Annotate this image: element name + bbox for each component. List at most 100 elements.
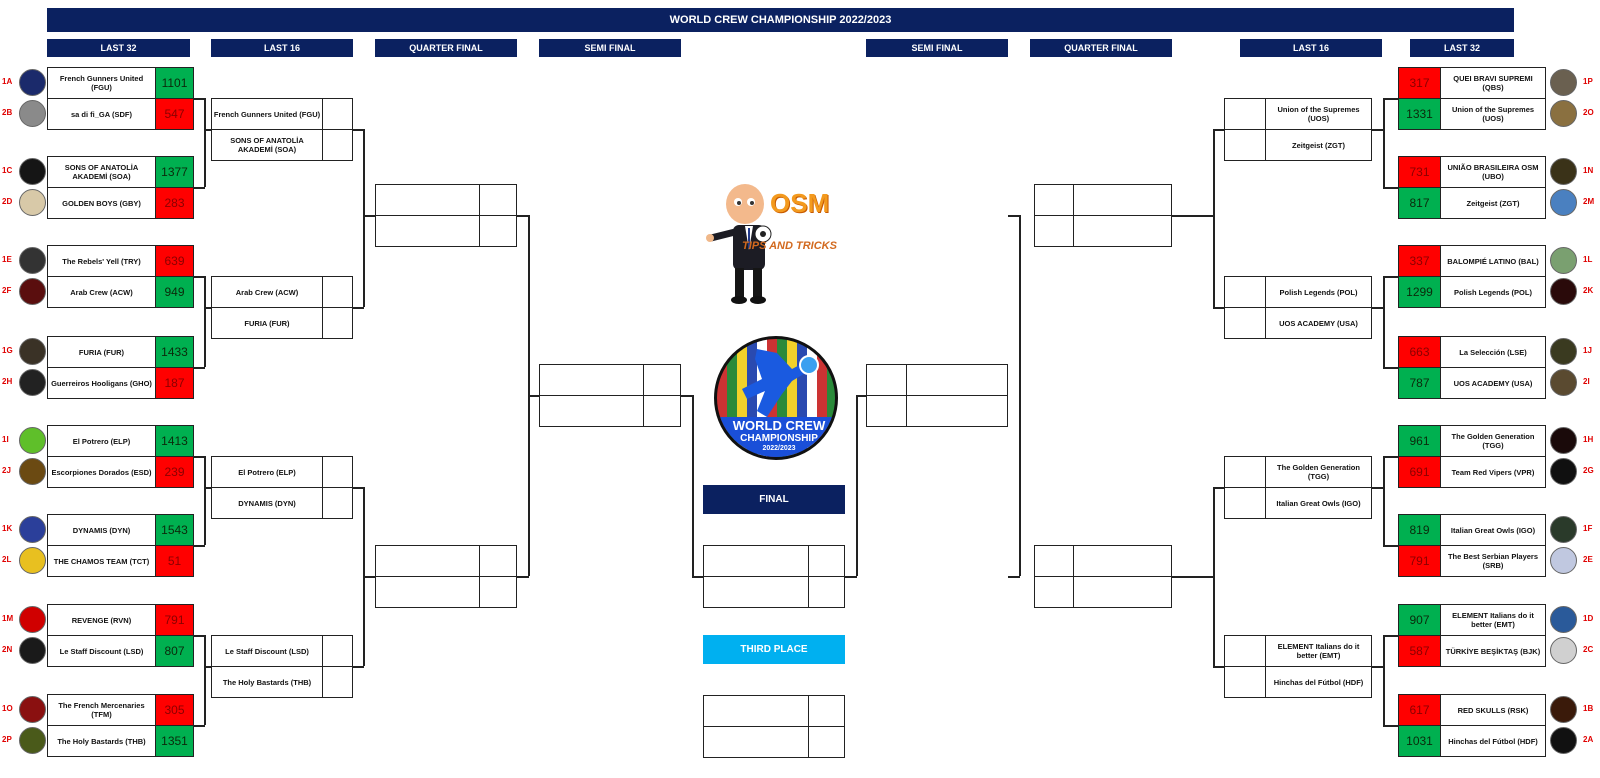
team-logo [19,547,46,574]
qf-team-slot [1073,545,1172,577]
team-name: ELEMENT Italians do it better (EMT) [1440,604,1546,636]
qf-score-slot [479,545,517,577]
team-name: BALOMPIÉ LATINO (BAL) [1440,245,1546,277]
team-score: 1101 [155,67,194,99]
seed-label: 1O [2,704,13,713]
third-place-score-slot [808,726,845,758]
connector-line [204,487,212,489]
team-logo [1550,516,1577,543]
seed-label: 2C [1583,645,1594,654]
last16-team-name: SONS OF ANATOLİA AKADEMİ (SOA) [211,129,323,161]
connector-line [692,395,694,576]
connector-line [1213,129,1215,307]
connector-line [194,367,205,369]
third-place-team-slot [703,695,809,727]
last16-team-name: ELEMENT Italians do it better (EMT) [1265,635,1372,667]
connector-line [363,129,365,307]
qf-score-slot [479,184,517,216]
team-logo [1550,547,1577,574]
team-score: 239 [155,456,194,488]
team-name: The Golden Generation (TGG) [1440,425,1546,457]
team-logo [1550,338,1577,365]
connector-line [845,576,857,578]
last16-score [322,307,353,339]
connector-line [856,395,858,576]
team-score: 283 [155,187,194,219]
team-name: Guerreiros Hooligans (GHO) [47,367,156,399]
team-logo [19,247,46,274]
team-score: 317 [1398,67,1441,99]
connector-line [1383,98,1399,100]
team-logo [1550,458,1577,485]
connector-line [692,576,704,578]
last16-score [1224,635,1266,667]
team-logo [19,727,46,754]
round-header-left: QUARTER FINAL [375,39,517,57]
team-logo [1550,606,1577,633]
team-logo [1550,369,1577,396]
last16-score [1224,307,1266,339]
round-header-right: QUARTER FINAL [1030,39,1172,57]
qf-score-slot [1034,215,1074,247]
connector-line [363,215,376,217]
last16-score [322,276,353,308]
seed-label: 2M [1583,197,1595,206]
team-name: Team Red Vipers (VPR) [1440,456,1546,488]
team-name: REVENGE (RVN) [47,604,156,636]
seed-label: 2P [2,735,12,744]
wcc-years: 2022/2023 [762,445,796,452]
team-logo [19,696,46,723]
seed-label: 1I [2,435,9,444]
qf-score-slot [479,576,517,608]
connector-line [1383,276,1399,278]
player-silhouette-icon [742,349,819,417]
connector-line [204,456,206,545]
seed-label: 2N [2,645,13,654]
connector-line [856,395,867,397]
team-logo [19,69,46,96]
team-name: The Holy Bastards (THB) [47,725,156,757]
team-logo [1550,278,1577,305]
team-score: 819 [1398,514,1441,546]
connector-line [1172,215,1214,217]
connector-line [1372,307,1384,309]
seed-label: 1B [1583,704,1594,713]
sf-score-slot [643,395,681,427]
qf-team-slot [1073,184,1172,216]
connector-line [204,98,206,187]
team-logo [1550,727,1577,754]
round-header-left: LAST 32 [47,39,190,57]
osm-mascot-icon [706,184,772,304]
connector-line [1213,487,1225,489]
last16-score [1224,98,1266,130]
seed-label: 1E [2,255,12,264]
team-logo [1550,427,1577,454]
connector-line [194,635,205,637]
connector-line [1008,215,1020,217]
round-header-left: LAST 16 [211,39,353,57]
third-place-team-slot [703,726,809,758]
qf-team-slot [375,184,480,216]
seed-label: 1M [2,614,14,623]
connector-line [363,576,376,578]
seed-label: 1C [2,166,13,175]
last16-team-name: Hinchas del Fútbol (HDF) [1265,666,1372,698]
team-name: La Selección (LSE) [1440,336,1546,368]
connector-line [353,666,364,668]
team-score: 791 [1398,545,1441,577]
third-place-label: THIRD PLACE [703,635,845,664]
seed-label: 1A [2,77,13,86]
osm-brand-text: OSM [770,188,830,218]
last16-team-name: Zeitgeist (ZGT) [1265,129,1372,161]
seed-label: 2D [2,197,13,206]
seed-label: 2K [1583,286,1594,295]
team-name: UNIÃO BRASILEIRA OSM (UBO) [1440,156,1546,188]
team-name: TÜRKİYE BEŞİKTAŞ (BJK) [1440,635,1546,667]
team-score: 691 [1398,456,1441,488]
team-name: Italian Great Owls (IGO) [1440,514,1546,546]
wcc-line2: CHAMPIONSHIP [740,433,818,444]
team-score: 587 [1398,635,1441,667]
connector-line [1372,129,1384,131]
